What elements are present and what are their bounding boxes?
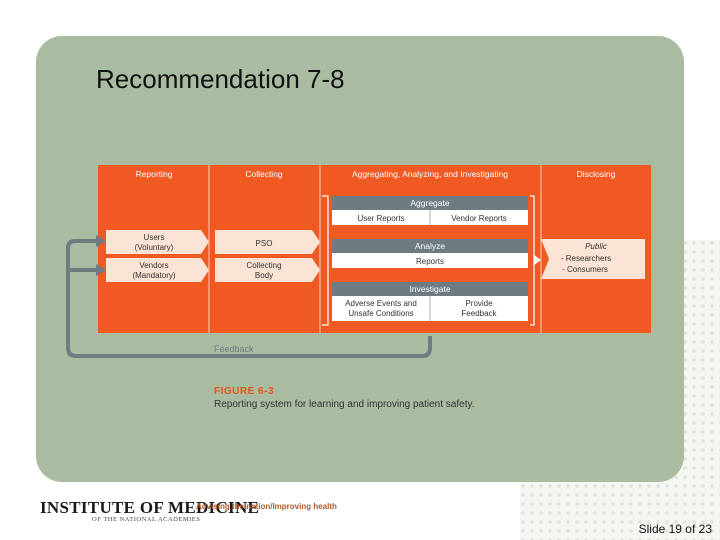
arrow-to-disclosing bbox=[534, 255, 541, 265]
investigate-feedback: Feedback bbox=[461, 309, 497, 318]
investigate-header bbox=[332, 282, 528, 296]
collecting-body-label: Collecting bbox=[246, 261, 281, 270]
analyze-title: Analyze bbox=[415, 241, 446, 251]
feedback-label: Feedback bbox=[214, 344, 254, 354]
public-researchers: - Researchers bbox=[561, 254, 611, 263]
vendors-box bbox=[106, 258, 209, 282]
users-sublabel: (Voluntary) bbox=[135, 243, 174, 252]
aggregate-header bbox=[332, 196, 528, 210]
collecting-body-box bbox=[215, 258, 320, 282]
collecting-body-sublabel: Body bbox=[255, 271, 273, 280]
aggregate-vendor-reports: Vendor Reports bbox=[451, 214, 507, 223]
iom-tagline: Advising the nation/Improving health bbox=[196, 502, 337, 511]
column-header-disclosing: Disclosing bbox=[577, 169, 616, 179]
analyze-body bbox=[332, 253, 528, 268]
vendors-sublabel: (Mandatory) bbox=[132, 271, 175, 280]
column-header-reporting: Reporting bbox=[136, 169, 173, 179]
left-bracket bbox=[322, 195, 329, 326]
slide-title: Recommendation 7-8 bbox=[96, 64, 345, 94]
aggregate-title: Aggregate bbox=[410, 198, 449, 208]
slide-number: Slide 19 of 23 bbox=[638, 522, 712, 536]
aggregate-user-reports: User Reports bbox=[357, 214, 404, 223]
column-header-aggregating: Aggregating, Analyzing, and Investigatin… bbox=[352, 169, 508, 179]
public-label: Public bbox=[585, 242, 607, 251]
public-consumers: - Consumers bbox=[562, 265, 608, 274]
figure-label: FIGURE 6-3 bbox=[214, 386, 275, 397]
feedback-arrow-top bbox=[96, 235, 106, 247]
pso-label: PSO bbox=[256, 239, 273, 248]
users-box bbox=[106, 230, 209, 254]
iom-logo-subtitle: OF THE NATIONAL ACADEMIES bbox=[92, 516, 201, 523]
analyze-reports: Reports bbox=[416, 257, 444, 266]
public-box bbox=[541, 239, 645, 279]
vendors-label: Vendors bbox=[139, 261, 168, 270]
pso-box bbox=[215, 230, 320, 254]
investigate-title: Investigate bbox=[409, 284, 450, 294]
investigate-unsafe-conditions: Unsafe Conditions bbox=[348, 309, 413, 318]
figure-caption: Reporting system for learning and improv… bbox=[214, 399, 475, 410]
iom-logo: INSTITUTE OF MEDICINE bbox=[40, 498, 260, 517]
users-label: Users bbox=[144, 233, 165, 242]
column-header-collecting: Collecting bbox=[245, 169, 283, 179]
investigate-provide: Provide bbox=[465, 299, 493, 308]
investigate-adverse-events: Adverse Events and bbox=[345, 299, 417, 308]
analyze-header bbox=[332, 239, 528, 253]
feedback-loop bbox=[66, 239, 432, 358]
feedback-arrow-bottom bbox=[96, 264, 106, 276]
